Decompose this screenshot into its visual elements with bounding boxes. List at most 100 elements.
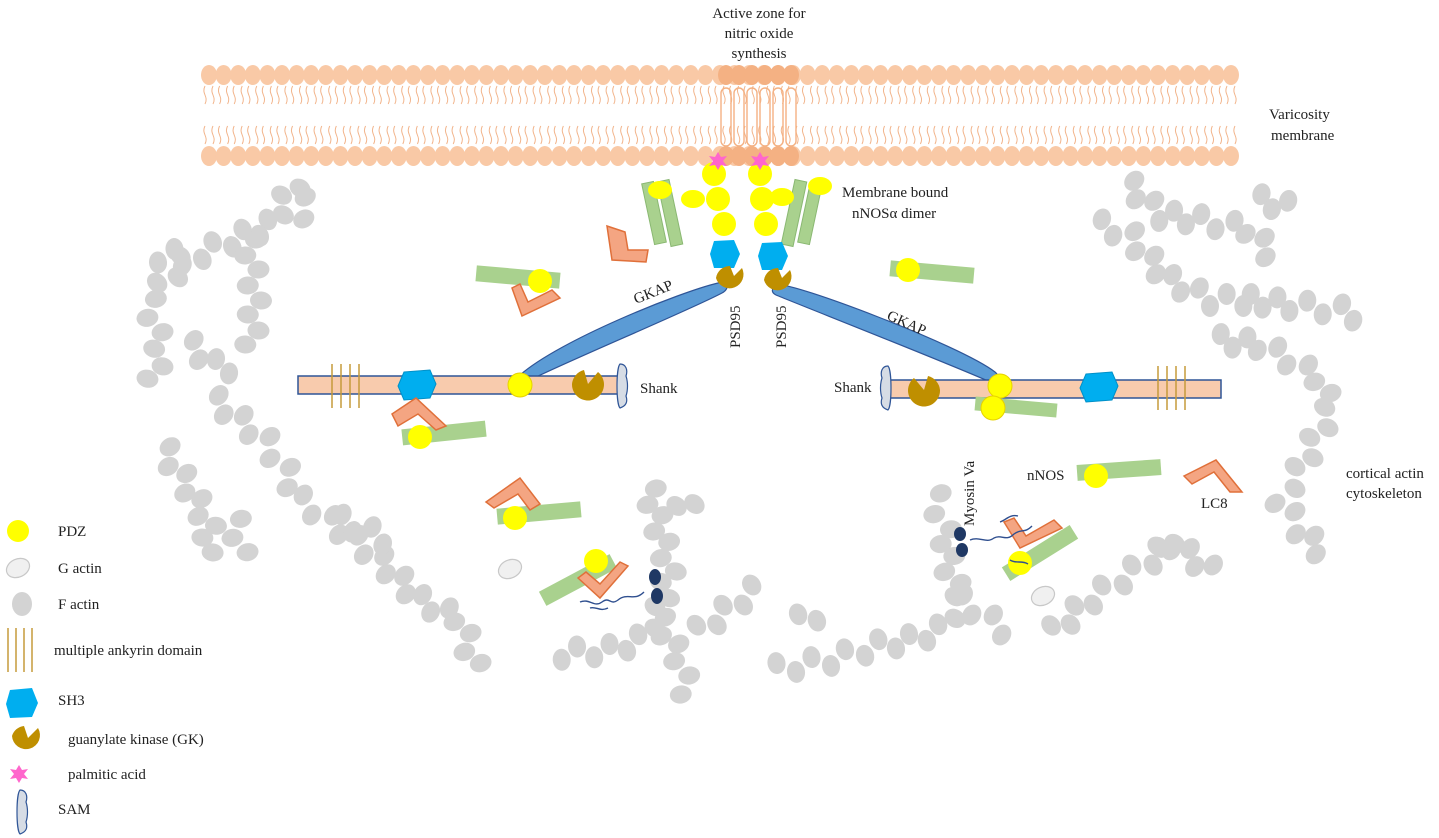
lipid-tail (320, 125, 332, 145)
active-zone-label: synthesis (731, 46, 786, 62)
lipid-tail (568, 125, 580, 145)
f-actin-bead (742, 574, 762, 596)
lipid-head-inner (449, 146, 466, 166)
f-actin-bead (219, 362, 239, 385)
lipid-tail (1064, 125, 1077, 145)
lipid-tail (480, 85, 493, 105)
lipid-head-inner (493, 146, 509, 166)
lipid-tail (378, 85, 390, 105)
lipid-tail (363, 85, 376, 105)
lipid-tail (670, 125, 682, 145)
f-actin-bead (1343, 309, 1363, 332)
nnos-bar (780, 178, 808, 248)
lipid-head-outer (814, 65, 831, 85)
lipid-head-outer (1164, 65, 1181, 85)
f-actin-bead (666, 496, 687, 516)
f-actin-bead (258, 208, 278, 231)
f-actin-bead (1313, 303, 1332, 326)
raft-lipid-head (757, 65, 773, 85)
lipid-tail (714, 85, 726, 105)
pdz-icon (770, 188, 794, 206)
g-actin-icon (1030, 585, 1056, 607)
f-actin-bead (643, 522, 666, 541)
lipid-head-inner (1091, 146, 1108, 166)
f-actin-bead (1083, 594, 1103, 616)
lipid-head-inner (463, 146, 480, 166)
gk-icon (12, 726, 40, 750)
raft-lipid-head (770, 65, 786, 85)
f-actin-bead (151, 323, 174, 342)
f-actin-icon (12, 592, 32, 616)
lipid-head-inner (390, 146, 407, 166)
lipid-tail (1006, 85, 1018, 105)
f-actin-bead (302, 504, 322, 526)
f-actin-bead (658, 532, 681, 552)
f-actin-bead (1225, 209, 1244, 232)
f-actin-bead (143, 339, 166, 358)
lipid-head-inner (1150, 146, 1166, 166)
myosin-label: Myosin Va (962, 461, 978, 526)
raft-lipid-head (731, 65, 747, 85)
lipid-head-outer (668, 65, 685, 85)
raft-lipid-tail (720, 87, 732, 147)
lipid-tail (1050, 85, 1062, 105)
lipid-head-outer (653, 65, 670, 85)
lipid-tail (349, 85, 361, 105)
lipid-head-outer (507, 65, 524, 85)
f-actin-bead (568, 635, 587, 658)
f-actin-bead (395, 584, 416, 605)
f-actin-bead (213, 404, 234, 425)
lipid-head-inner (332, 146, 349, 166)
f-actin-bead (332, 503, 352, 526)
f-actin-bead (188, 349, 209, 370)
f-actin-bead (628, 623, 648, 646)
f-actin-bead (271, 185, 293, 205)
raft-lipid-tail (733, 87, 745, 147)
f-actin-bead (187, 506, 209, 526)
lipid-tail (568, 85, 580, 105)
lipid-head-inner (624, 146, 641, 166)
lipid-tail (261, 125, 274, 145)
f-actin-bead (1092, 208, 1112, 231)
lipid-head-inner (974, 146, 991, 166)
pdz-icon (7, 520, 29, 542)
f-actin-bead (1299, 427, 1321, 447)
f-actin-bead (191, 528, 214, 547)
lipid-head-outer (1018, 65, 1035, 85)
lipid-tail (524, 125, 536, 145)
lipid-head-outer (887, 65, 904, 85)
lipid-tail (947, 85, 960, 105)
gk-icon (908, 376, 941, 407)
f-actin-bead (229, 509, 252, 528)
lipid-head-outer (434, 65, 451, 85)
lc8-icon (511, 282, 562, 318)
pdz-icon (681, 190, 705, 208)
lipid-head-outer (1179, 65, 1196, 85)
lipid-tail (655, 85, 668, 105)
lipid-head-outer (843, 65, 860, 85)
lipid-head-outer (1033, 65, 1050, 85)
f-actin-bead (1060, 614, 1081, 635)
f-actin-bead (1298, 354, 1318, 376)
lipid-tail (714, 125, 726, 145)
myosin-heads (649, 527, 968, 604)
f-actin-bead (201, 543, 224, 562)
lipid-head-outer (624, 65, 641, 85)
f-actin-bead (1150, 209, 1169, 232)
f-actin-bead (238, 424, 259, 445)
f-actin-bead (654, 607, 676, 627)
lipid-head-outer (566, 65, 582, 85)
f-actin-bead (1171, 281, 1191, 303)
f-actin-bead (923, 504, 946, 524)
lipid-head-inner (551, 146, 568, 166)
lipid-tail (407, 125, 420, 145)
lipid-tail (1152, 125, 1164, 145)
lipid-tail (699, 85, 712, 105)
lipid-tail (1137, 125, 1150, 145)
lipid-head-inner (1208, 146, 1225, 166)
f-actin-bead (233, 405, 254, 426)
f-actin-bead (192, 248, 212, 271)
f-actin-bead (236, 276, 259, 295)
palmitic-acid-icon (751, 152, 769, 170)
